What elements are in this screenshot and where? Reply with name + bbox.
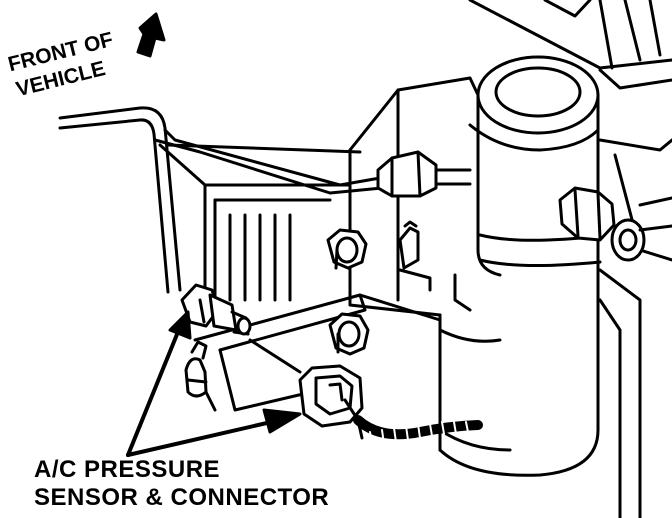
sensor-connector-label: SENSOR & CONNECTOR [34, 484, 330, 511]
refrigerant-line [58, 106, 384, 294]
right-fitting-nut [558, 186, 672, 262]
service-valve [184, 340, 208, 398]
ac-pressure-sensor [180, 283, 252, 336]
front-direction-arrow [136, 12, 166, 58]
top-fitting-nut [376, 150, 472, 198]
mounting-bolt-lower [328, 312, 370, 356]
accumulator-canister [438, 55, 602, 477]
callout-arrows [126, 310, 302, 457]
sensor-connector [248, 338, 364, 440]
mounting-bolt-upper [326, 228, 368, 270]
mounting-bracket [158, 76, 480, 412]
bracket-tab [398, 220, 432, 292]
wire-harness [353, 415, 483, 445]
ac-pressure-label: A/C PRESSURE [34, 456, 221, 483]
